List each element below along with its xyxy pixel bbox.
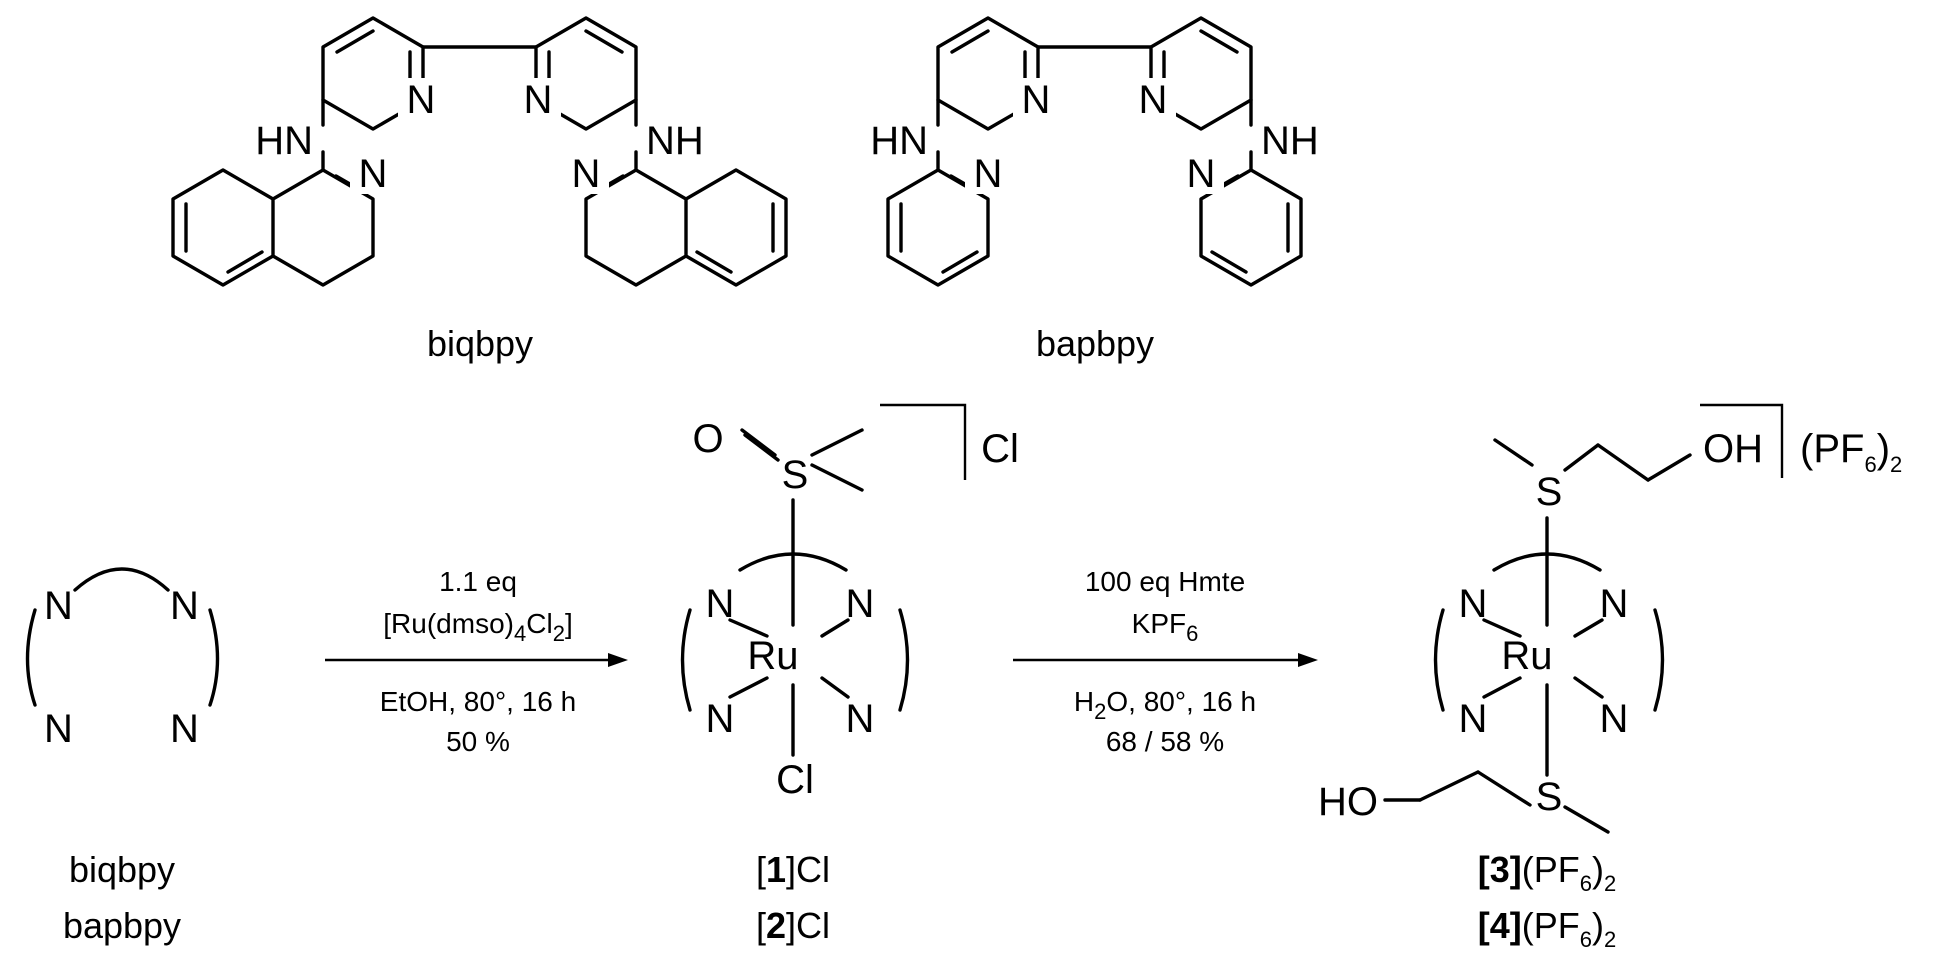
complex2-label: [2]Cl [756,905,830,946]
biqbpy-n2: N [524,78,553,122]
complex3-ruthenium: Ru [1501,634,1552,678]
generic-ligand-label-1: biqbpy [69,849,175,890]
biqbpy-n1: N [407,78,436,122]
generic-ligand: N N N N biqbpy bapbpy [25,567,220,946]
reaction-arrow-1: 1.1 eq [Ru(dmso)4Cl2] EtOH, 80°, 16 h 50… [325,566,628,757]
step2-conditions: H2O, 80°, 16 h [1074,686,1256,724]
bapbpy-n4: N [1187,152,1216,196]
step1-equiv: 1.1 eq [439,566,517,597]
complex1-n4: N [846,697,875,741]
generic-ligand-n3: N [44,707,73,751]
biqbpy-structure: N N HN NH N N biqbpy [171,16,788,364]
bapbpy-hn: HN [870,119,928,163]
complex3-label: [3](PF6)2 [1478,849,1617,896]
bapbpy-nh: NH [1261,119,1319,163]
complex1-counterion: Cl [981,427,1019,471]
complex1-n2: N [846,582,875,626]
step1-yield: 50 % [446,726,510,757]
biqbpy-nh: NH [646,119,704,163]
complex3-hydroxyl-top: OH [1703,427,1763,471]
step2-yield: 68 / 58 % [1106,726,1224,757]
biqbpy-n3: N [359,152,388,196]
complex1-n1: N [706,582,735,626]
complex1-ruthenium: Ru [747,634,798,678]
step2-hmte: 100 eq Hmte [1085,566,1245,597]
complex1-sulfur: S [782,453,809,497]
bapbpy-structure: N N HN NH N N bapbpy [863,16,1326,364]
complex3-sulfur-bottom: S [1536,775,1563,819]
bapbpy-n3: N [974,152,1003,196]
complex1-chloride: Cl [776,758,814,802]
complex3-n4: N [1600,697,1629,741]
complex3-n3: N [1459,697,1488,741]
complex1-oxygen: O [692,417,723,461]
generic-ligand-n1: N [44,584,73,628]
generic-ligand-n2: N [170,584,199,628]
complex3-n2: N [1600,582,1629,626]
bapbpy-label: bapbpy [1036,323,1154,364]
complex3-sulfur-top: S [1536,470,1563,514]
complex1-label: [1]Cl [756,849,830,890]
generic-ligand-n4: N [170,707,199,751]
complex-1: O S Cl N N Ru N N Cl [1]Cl [2]Cl [680,403,1019,946]
bapbpy-n2: N [1139,78,1168,122]
complex4-label: [4](PF6)2 [1478,905,1617,952]
step1-conditions: EtOH, 80°, 16 h [380,686,576,717]
biqbpy-label: biqbpy [427,323,533,364]
complex3-counterion: (PF6)2 [1800,427,1902,477]
complex3-n1: N [1459,582,1488,626]
complex3-hydroxyl-bottom: HO [1318,780,1378,824]
biqbpy-hn: HN [255,119,313,163]
complex-3: S OH (PF6)2 N N Ru N N S HO [3](PF6)2 [4… [1318,403,1902,952]
biqbpy-n4: N [572,152,601,196]
step2-kpf6: KPF6 [1132,608,1199,646]
step1-reagent: [Ru(dmso)4Cl2] [383,608,572,646]
complex1-n3: N [706,697,735,741]
generic-ligand-label-2: bapbpy [63,905,181,946]
reaction-arrow-2: 100 eq Hmte KPF6 H2O, 80°, 16 h 68 / 58 … [1013,566,1318,757]
bapbpy-n1: N [1022,78,1051,122]
